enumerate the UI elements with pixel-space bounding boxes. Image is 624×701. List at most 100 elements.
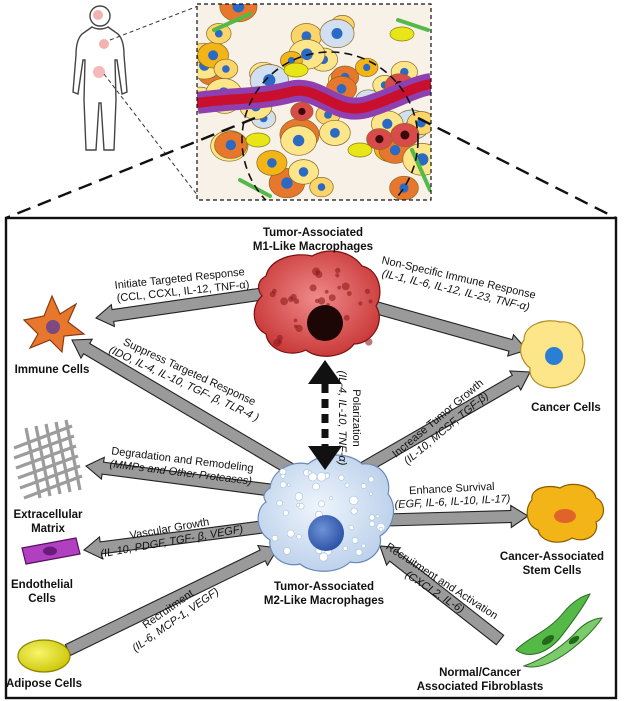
m2-vesicle [378,526,384,532]
stem-cells-label-line1: Cancer-Associated [500,551,604,563]
m2-vesicle [368,491,373,496]
suppress-arrow [71,338,296,476]
tumor-cell [256,150,288,176]
zoom-line-left [5,116,256,220]
fibroblast-label-line2: Associated Fibroblasts [417,681,544,693]
m1-granule [293,318,298,323]
tumor-fibroblast [410,148,431,192]
tumor-fibroblast [212,12,252,32]
tumor-cell [290,102,314,121]
human-body-icon [72,5,128,151]
m2-vesicle [342,545,348,551]
m2-vesicle [280,473,286,479]
m2-title-line1: Tumor-Associated [274,581,374,593]
tumor-cell [280,125,317,156]
immune-cells-label: Immune Cells [15,364,90,376]
tumor-cell [288,159,319,185]
m2-vesicle [355,548,363,556]
tumor-adipocyte [347,142,373,158]
tumor-cell [309,177,334,198]
m1-granule [318,297,326,305]
ecm-label-line1: Extracellular [13,509,83,521]
m1-granule [364,288,371,294]
m1-granule [328,294,336,302]
recruitment-arrow [64,544,279,657]
m1-granule [314,298,320,304]
extracellular-matrix-icon [13,419,83,500]
m2-vesicle [296,503,301,508]
recruit-act-arrow [379,545,505,646]
arrow-layer [64,287,531,657]
m2-title-line2: M2-Like Macrophages [264,595,384,607]
m2-macrophage-cell [257,454,395,572]
m2-vesicle [348,524,355,531]
m1-granule [368,299,373,304]
m2-vesicle [279,481,287,489]
tumor-cell [366,128,393,150]
endothelial-label-line2: Cells [28,593,56,605]
tumor-adipocyte [245,132,271,148]
m1-granule [269,291,276,298]
increase-arrow [356,370,531,476]
m2-vesicle [360,483,367,489]
m1-granule [358,301,363,306]
tumor-fibroblast [238,178,272,198]
m2-vesicle [282,509,289,516]
m1-title-line1: Tumor-Associated [263,227,363,239]
ecm-label-line2: Matrix [31,523,65,535]
m2-vesicle [312,482,320,491]
m2-vesicle [344,482,350,488]
m1-granule [365,338,373,346]
cancer-cell [520,320,586,389]
zoom-line-body [109,5,199,41]
adipose-label: Adipose Cells [6,678,82,690]
blood-vessel [197,79,431,114]
m2-vesicle [316,472,327,482]
tumor-cell [219,4,258,23]
m2-vesicle [294,492,304,501]
m1-granule [335,273,340,278]
m1-granule [309,284,317,292]
m2-nucleus [308,515,344,551]
m1-granule [346,291,352,296]
tumor-cell [390,122,420,148]
m1-granule [290,293,297,301]
m1-granule [324,289,329,294]
tumor-cell [213,58,239,80]
m1-granule [295,324,303,332]
zoom-line-body-2 [103,73,199,197]
m2-vesicle [271,534,279,542]
tumor-site-markers [93,10,109,78]
m1-granule [280,297,288,306]
m2-vesicle [283,547,291,555]
vascular-arrow [82,519,272,560]
m2-vesicle [368,476,375,483]
m2-vesicle [286,482,291,487]
tumor-cell [319,119,351,146]
tumor-tissue-inset [197,4,431,200]
m2-vesicle [318,500,325,508]
m1-macrophage-cell [253,250,381,357]
m2-vesicle [276,500,283,507]
tumor-fibroblast [396,18,430,32]
polarization-arrow [308,360,342,470]
tumor-cell [319,19,355,48]
m2-vesicle [368,514,376,521]
survival-title: Enhance Survival [409,481,495,497]
m1-title-line2: M1-Like Macrophages [253,241,373,253]
endothelial-label-line1: Endothelial [11,579,73,591]
tumor-adipocyte [389,26,415,42]
m2-vesicle [368,520,375,527]
m2-vesicle [350,507,358,515]
tumor-adipocyte [283,62,309,78]
polarization-title: Polarization [350,389,362,446]
m2-vesicle [329,496,333,501]
polarization-factors: (IL-4, IL-10, TNF-α) [336,371,348,466]
tumor-cell [355,57,379,77]
tumor-cell [214,131,248,159]
fibroblast-icon [515,593,603,668]
zoom-line-right [417,116,617,220]
m2-vesicle [349,495,359,506]
cancer-cells-label: Cancer Cells [531,402,601,414]
